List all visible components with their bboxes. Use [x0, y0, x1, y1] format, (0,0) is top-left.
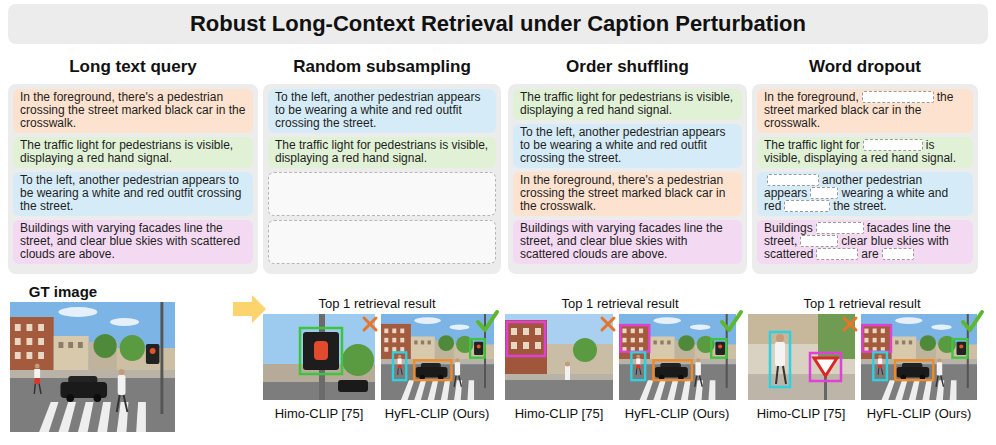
caption-panel: Long text queryIn the foreground, there'… [8, 84, 258, 274]
caption-text: To the left, another pedestrian appears … [520, 125, 725, 165]
caption-sentence-box: In the foreground,the street marked blac… [757, 89, 973, 133]
himo-result-photo [505, 314, 613, 400]
method-caption: HyFL-CLIP (Ours) [385, 406, 490, 421]
column-heading: Long text query [0, 57, 268, 77]
himo-result-photo [748, 314, 855, 400]
removed-sentence-slot [268, 172, 496, 216]
caption-panel: Order shufflingThe traffic light for ped… [508, 84, 747, 274]
dropped-word-blank [800, 235, 838, 247]
removed-sentence-slot [268, 220, 496, 264]
caption-text: In the foreground, [764, 90, 859, 104]
correct-mark [478, 312, 982, 330]
dropped-word-blank [863, 139, 923, 151]
caption-text: In the foreground, there's a pedestrian … [20, 90, 245, 130]
gt-photo [10, 302, 175, 432]
caption-text: The traffic light for pedestrians is vis… [20, 138, 233, 165]
method-caption: Himo-CLIP [75] [275, 406, 364, 421]
caption-sentence-box: Buildings with varying facades line the … [13, 220, 253, 264]
caption-sentence-box: another pedestrian appearswearing a whit… [757, 172, 973, 216]
caption-sentence-box: Buildings with varying facades line the … [513, 220, 742, 264]
caption-sentence-box: To the left, another pedestrian appears … [13, 172, 253, 216]
caption-text: Buildings [764, 221, 813, 235]
hyfl-result-photo [619, 314, 736, 400]
dropped-word-blank [784, 200, 830, 212]
image-label: GT image [29, 283, 97, 300]
caption-text: To the left, another pedestrian appears … [20, 173, 241, 213]
method-caption: Himo-CLIP [75] [757, 406, 846, 421]
caption-sentence-box: Buildingsfacades line the street,clear b… [757, 220, 973, 264]
column-heading: Order shuffling [498, 57, 757, 77]
caption-sentence-box: The traffic light for pedestrians is vis… [13, 137, 253, 168]
caption-text: Buildings with varying facades line the … [520, 221, 723, 261]
dropped-word-blank [810, 187, 838, 199]
result-heading: Top 1 retrieval result [318, 296, 435, 311]
figure-title: Robust Long-Context Retrieval under Capt… [190, 11, 806, 37]
caption-text: To the left, another pedestrian appears … [275, 90, 480, 130]
result-heading: Top 1 retrieval result [561, 296, 678, 311]
caption-text: In the foreground, there's a pedestrian … [520, 173, 725, 213]
caption-text: The traffic light for [764, 138, 860, 152]
caption-text: the street. [833, 199, 886, 213]
flow-arrow [233, 295, 266, 323]
caption-sentence-box: In the foreground, there's a pedestrian … [13, 89, 253, 133]
caption-sentence-box: In the foreground, there's a pedestrian … [513, 172, 742, 216]
caption-text: The traffic light for pedestrians is vis… [520, 90, 733, 117]
method-caption: HyFL-CLIP (Ours) [625, 406, 730, 421]
hyfl-result-photo [381, 314, 494, 400]
caption-sentence-box: To the left, another pedestrian appears … [513, 124, 742, 168]
dropped-word-blank [862, 91, 934, 103]
dropped-word-blank [816, 248, 858, 260]
caption-sentence-box: To the left, another pedestrian appears … [268, 89, 496, 133]
caption-text: The traffic light for pedestrians is vis… [275, 138, 488, 165]
caption-sentence-box: The traffic light for pedestrians is vis… [513, 89, 742, 120]
caption-sentence-box: The traffic light foris visible, display… [757, 137, 973, 168]
hyfl-result-photo [861, 314, 977, 400]
caption-sentence-box: The traffic light for pedestrians is vis… [268, 137, 496, 168]
caption-text: Buildings with varying facades line the … [20, 221, 240, 261]
method-caption: HyFL-CLIP (Ours) [867, 406, 972, 421]
title-banner: Robust Long-Context Retrieval under Capt… [8, 4, 988, 44]
column-heading: Random subsampling [253, 57, 511, 77]
caption-panel: Word dropoutIn the foreground,the street… [752, 84, 978, 274]
himo-result-photo [263, 314, 375, 400]
caption-text: are [861, 247, 878, 261]
result-heading: Top 1 retrieval result [803, 296, 920, 311]
method-caption: Himo-CLIP [75] [515, 406, 604, 421]
caption-panel: Random subsamplingTo the left, another p… [263, 84, 501, 274]
dropped-word-blank [882, 248, 914, 260]
dropped-word-blank [767, 174, 819, 186]
column-heading: Word dropout [742, 57, 988, 77]
dropped-word-blank [816, 222, 864, 234]
wrong-mark [364, 318, 856, 330]
